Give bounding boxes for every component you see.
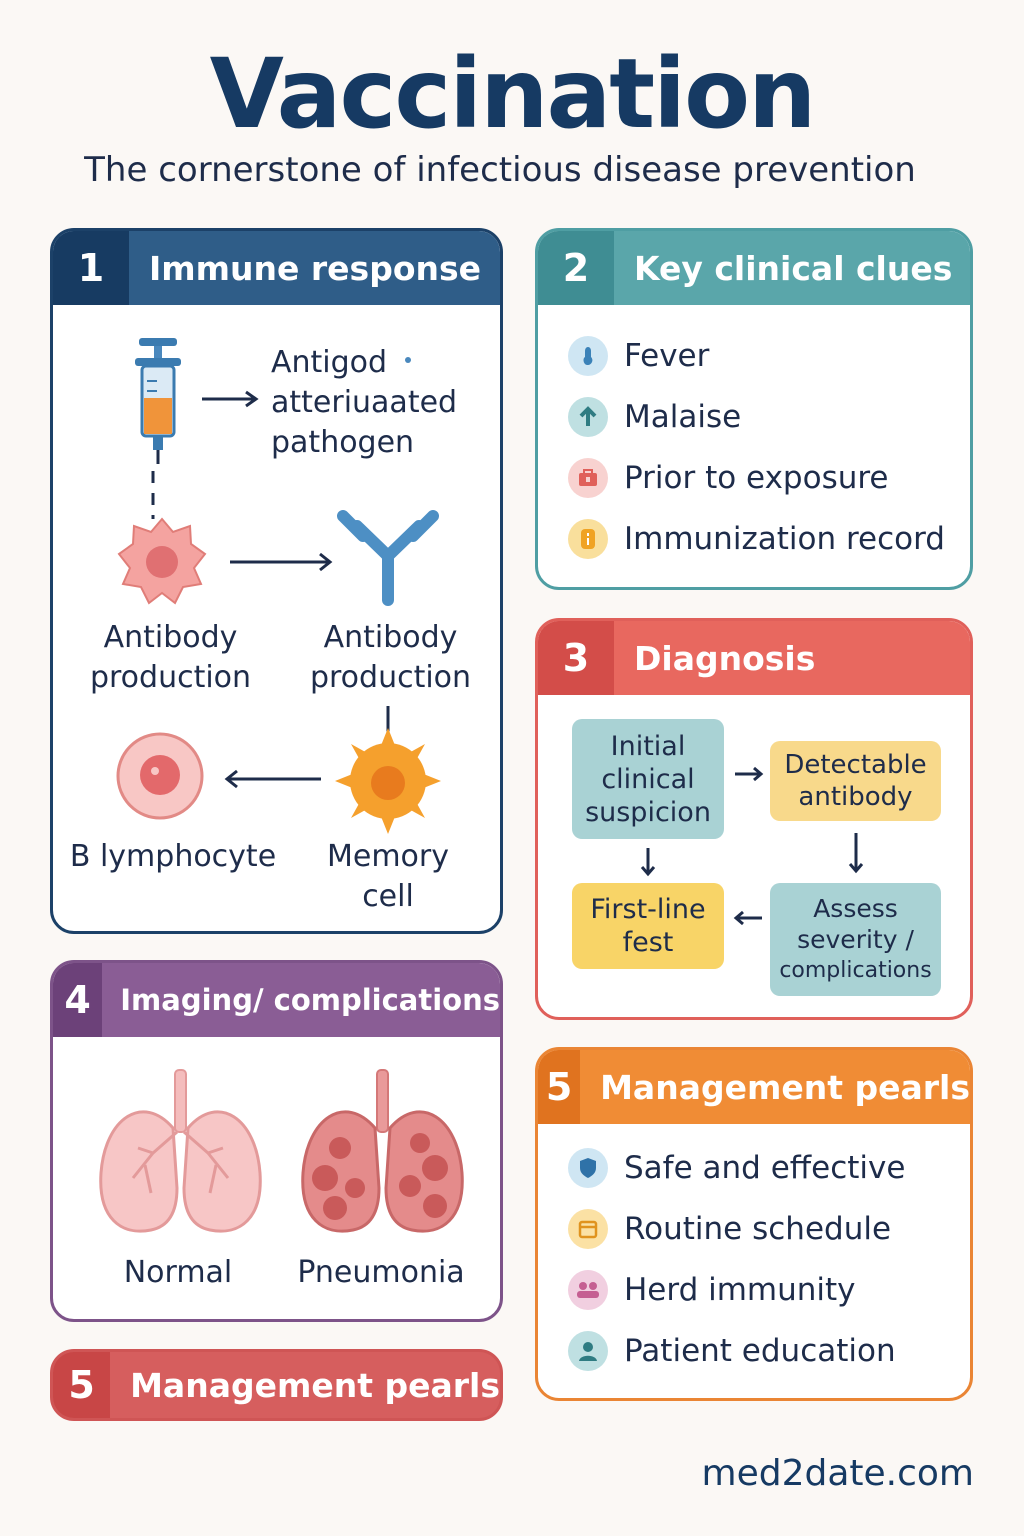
box-line: clinical	[601, 763, 695, 795]
management-card: 5 Management pearls Safe and effective R…	[535, 1047, 973, 1401]
immune-response-card: 1 Immune response Antigod atteriuaated p…	[50, 228, 503, 934]
box-line: fest	[622, 927, 674, 958]
dot-icon	[405, 357, 411, 363]
clinical-clues-header: 2 Key clinical clues	[538, 231, 970, 305]
section-title: Imaging/ complications	[120, 983, 500, 1017]
clue-label: Immunization record	[624, 521, 945, 557]
arrow-down-icon	[848, 833, 864, 874]
footer-site: med2date.com	[701, 1453, 974, 1494]
clinical-clues-card: 2 Key clinical clues Fever Malaise Prior…	[535, 228, 973, 590]
clue-label: Fever	[624, 338, 710, 374]
page-subtitle: The cornerstone of infectious disease pr…	[84, 150, 916, 190]
box-line: First-line	[590, 894, 706, 925]
calendar-icon	[568, 1209, 608, 1249]
management-header: 5 Management pearls	[538, 1050, 970, 1124]
section-title: Management pearls	[130, 1365, 500, 1405]
diagnosis-card: 3 Diagnosis Initial clinical suspicion D…	[535, 618, 973, 1020]
clue-label: Prior to exposure	[624, 460, 889, 496]
arrow-right-icon	[202, 390, 259, 408]
pearl-item-herd-immunity: Herd immunity	[568, 1270, 856, 1310]
pearl-item-safe: Safe and effective	[568, 1148, 905, 1188]
section-number: 4	[53, 963, 103, 1037]
info-icon	[568, 519, 608, 559]
person-icon	[568, 1331, 608, 1371]
people-icon	[568, 1270, 608, 1310]
clue-item-fever: Fever	[568, 336, 709, 376]
section-title: Diagnosis	[634, 638, 816, 678]
antibody-label-left-line2: production	[89, 660, 252, 695]
first-line-test-box: First-line fest	[572, 883, 724, 969]
briefcase-icon	[568, 458, 608, 498]
arrow-down-icon	[640, 848, 656, 877]
thermometer-icon	[568, 336, 608, 376]
imaging-header: 4 Imaging/ complications	[53, 963, 500, 1037]
memory-cell-label-line1: Memory	[326, 839, 449, 874]
pneumonia-label: Pneumonia	[297, 1255, 465, 1290]
antigen-label-line1: Antigod	[271, 345, 388, 380]
box-line: Detectable	[784, 750, 927, 780]
syringe-icon	[135, 338, 181, 464]
pearl-label: Patient education	[624, 1333, 896, 1369]
section-title: Management pearls	[600, 1067, 970, 1107]
antigen-label-line2: atteriuaated	[271, 385, 458, 420]
section-number: 3	[538, 621, 614, 695]
antibody-label-right-line1: Antibody	[323, 620, 458, 655]
antibody-label-left-line1: Antibody	[103, 620, 238, 655]
section-number: 2	[538, 231, 614, 305]
memory-cell-icon	[335, 728, 441, 834]
arrow-right-icon	[735, 766, 764, 782]
initial-suspicion-box: Initial clinical suspicion	[572, 719, 724, 839]
management-bottom-header: 5 Management pearls	[53, 1352, 500, 1418]
pearl-label: Routine schedule	[624, 1211, 892, 1247]
immune-response-header: 1 Immune response	[53, 231, 500, 305]
pearl-item-education: Patient education	[568, 1331, 896, 1371]
clue-item-immunization-record: Immunization record	[568, 519, 945, 559]
section-number: 1	[53, 231, 129, 305]
management-bottom-banner: 5 Management pearls	[50, 1349, 503, 1421]
clue-item-malaise: Malaise	[568, 397, 741, 437]
antigen-label-line3: pathogen	[271, 425, 415, 460]
arrow-right-icon	[230, 552, 333, 572]
box-line: Assess	[813, 894, 898, 923]
dashed-connector	[151, 471, 155, 519]
section-title: Immune response	[149, 248, 482, 288]
pneumonia-lungs-icon	[301, 1069, 464, 1233]
section-number: 5	[53, 1352, 111, 1418]
pearl-item-schedule: Routine schedule	[568, 1209, 891, 1249]
section-title: Key clinical clues	[634, 248, 953, 288]
page-title: Vaccination	[209, 38, 817, 150]
antibody-icon	[337, 510, 439, 606]
diagnosis-header: 3 Diagnosis	[538, 621, 970, 695]
pearl-label: Safe and effective	[624, 1150, 906, 1186]
arrow-left-icon	[733, 910, 762, 926]
arrow-up-icon	[568, 397, 608, 437]
pearl-label: Herd immunity	[624, 1272, 856, 1308]
clue-label: Malaise	[624, 399, 742, 435]
b-lymphocyte-label: B lymphocyte	[69, 839, 277, 874]
assess-severity-box: Assess severity / complications	[770, 883, 941, 996]
b-lymphocyte-icon	[116, 732, 204, 820]
normal-label: Normal	[123, 1255, 233, 1290]
box-line: complications	[779, 958, 932, 983]
detectable-antibody-box: Detectable antibody	[770, 741, 941, 821]
normal-lungs-icon	[99, 1069, 262, 1233]
antibody-label-right-line2: production	[309, 660, 472, 695]
box-line: suspicion	[585, 796, 711, 828]
box-line: severity /	[797, 925, 914, 954]
arrow-left-icon	[224, 769, 321, 789]
imaging-card: 4 Imaging/ complications Normal Pneumoni…	[50, 960, 503, 1322]
box-line: Initial	[610, 730, 686, 762]
memory-cell-label-line2: cell	[362, 879, 414, 914]
shield-icon	[568, 1148, 608, 1188]
box-line: antibody	[798, 782, 913, 812]
antigen-presenting-cell-icon	[117, 517, 207, 605]
section-number: 5	[538, 1050, 581, 1124]
clue-item-exposure: Prior to exposure	[568, 458, 889, 498]
